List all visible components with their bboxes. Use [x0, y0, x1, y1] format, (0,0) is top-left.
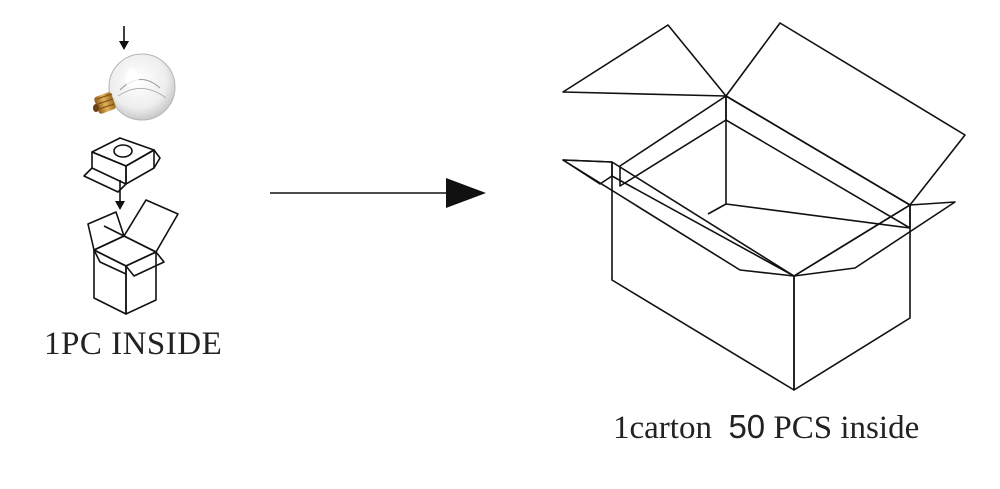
carton-label-prefix: 1carton: [613, 410, 712, 446]
arrow-right-icon: [270, 178, 486, 208]
carton-label-suffix: PCS inside: [773, 410, 919, 446]
open-gift-box-icon: [88, 200, 178, 314]
carton-label: 1carton 50 PCS inside: [613, 408, 919, 447]
light-bulb-icon: [93, 54, 175, 120]
arrow-down-icon: [119, 26, 129, 50]
carton-quantity: 50: [728, 408, 765, 445]
single-pack-label: 1PC INSIDE: [44, 326, 222, 363]
bulb-insert-icon: [84, 138, 160, 210]
open-carton-icon: [563, 23, 965, 390]
